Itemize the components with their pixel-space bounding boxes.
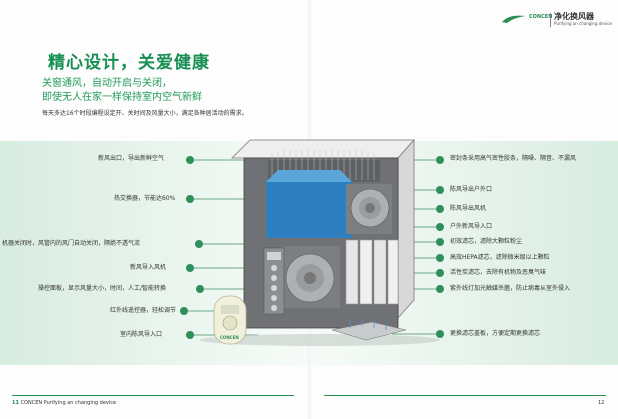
brand-logo-icon [502, 15, 525, 23]
callout-auto-damper: 机器关闭时，风管内的风门自动关闭，隔绝不透气流 [2, 240, 141, 247]
callout-seal-strip: 密封条采用高气密性胶条，隔噪、隔音、不漏风 [450, 155, 577, 162]
callout-dot [436, 205, 444, 213]
footer-rule-left [12, 395, 294, 396]
callout-filter-cover: 更换滤芯盖板，方便定期更换滤芯 [450, 330, 541, 337]
subhead-line-1: 关窗通风，自动开启与关闭， [42, 78, 172, 89]
callout-dot [436, 186, 444, 194]
callout-dot [436, 238, 444, 246]
callout-dot [436, 223, 444, 231]
callout-exhaust-outlet: 陈风导出户外口 [450, 186, 493, 193]
brand-divider [550, 13, 551, 27]
callout-carbon-filter: 活性炭滤芯，去除有机物及恶臭气味 [450, 269, 547, 276]
page-number-left: 11 [12, 400, 19, 406]
callout-dot [186, 331, 194, 339]
callout-outdoor-air-inlet: 户外新风导入口 [450, 223, 493, 230]
callout-uv-lamp: 紫外线灯加光触媒杀菌，防止病毒从室外侵入 [450, 285, 571, 292]
callout-dot [186, 156, 194, 164]
callout-dot [195, 240, 203, 248]
callout-remote-control: 红外线遥控器，轻松调节 [110, 307, 177, 314]
page-number-right: 12 [598, 400, 605, 406]
description-text: 每天多达16个时段编程设定开、关时间及风量大小，满足各种居活动的需求。 [42, 110, 248, 117]
callout-dot [436, 254, 444, 262]
callout-dot [186, 264, 194, 272]
footer-rule-right [324, 395, 606, 396]
callout-exhaust-fan: 陈风导出风机 [450, 205, 487, 212]
brand-product-title: 净化换风器 [554, 12, 594, 21]
callout-dot [436, 269, 444, 277]
brand-tagline: Purifying an changing device [554, 21, 612, 26]
remote-brand-label: CONCEN [220, 335, 239, 340]
footer-brand: CONCEN [20, 400, 43, 406]
callout-indoor-air-inlet: 室内陈风导入口 [120, 331, 163, 338]
brand-header: CONCEN 净化换风器 Purifying an changing devic… [501, 12, 612, 28]
callout-hepa-filter: 高效HEPA滤芯，滤除微米级以上颗粒 [450, 254, 550, 261]
subhead-line-2: 即使无人在家一样保持室内空气新鲜 [42, 92, 202, 103]
page-headline: 精心设计，关爱健康 [48, 53, 210, 73]
callout-dot [180, 307, 188, 315]
callout-fresh-air-outlet: 新风出口，导出新鲜空气 [98, 155, 165, 162]
callout-dot [196, 285, 204, 293]
callout-dot [436, 285, 444, 293]
callout-control-panel: 操控面板，显示风量大小，时间，人工/智能转换 [38, 285, 167, 292]
callout-fresh-air-fan: 新风导入风机 [130, 264, 167, 271]
callout-dot [436, 330, 444, 338]
footer-tagline: Purifying an changing device [43, 400, 117, 406]
brand-logo-text: CONCEN [529, 14, 553, 20]
footer-left: 11 CONCEN Purifying an changing device [12, 400, 116, 406]
callout-dot [436, 156, 444, 164]
callout-primary-filter: 初效滤芯，滤除大颗粒粉尘 [450, 238, 523, 245]
callout-dot [186, 195, 194, 203]
callout-heat-exchanger: 热交换器，节能达60% [114, 195, 176, 202]
